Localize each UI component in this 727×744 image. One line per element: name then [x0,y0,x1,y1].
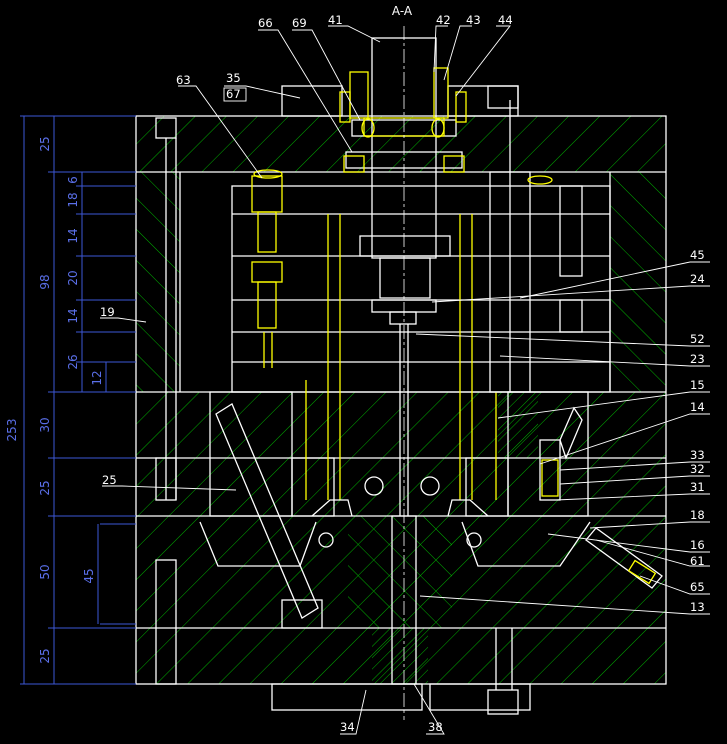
label-34: 34 [340,720,355,734]
label-38: 38 [428,720,443,734]
label-31: 31 [690,480,705,494]
hatched-plates [136,116,666,684]
label-25: 25 [102,473,117,487]
label-35: 35 [226,71,241,85]
dim-45: 45 [82,568,96,583]
dim-14-a: 14 [66,228,80,243]
label-45: 45 [690,248,705,262]
label-19: 19 [100,305,115,319]
label-23: 23 [690,352,705,366]
label-69: 69 [292,16,307,30]
dim-50: 50 [38,564,52,579]
label-44: 44 [498,13,513,27]
dim-26: 26 [66,354,80,369]
label-14: 14 [690,400,705,414]
dim-18: 18 [66,192,80,207]
dim-30: 30 [38,417,52,432]
dim-25-top: 25 [38,136,52,151]
label-15: 15 [690,378,705,392]
label-61: 61 [690,554,705,568]
dim-20: 20 [66,270,80,285]
label-66: 66 [258,16,273,30]
dim-6: 6 [66,176,80,184]
label-32: 32 [690,462,705,476]
label-18: 18 [690,508,705,522]
leader-lines [100,25,710,735]
label-42: 42 [436,13,451,27]
label-24: 24 [690,272,705,286]
label-33: 33 [690,448,705,462]
label-67: 67 [226,87,241,101]
label-13: 13 [690,600,705,614]
dim-98: 98 [38,274,52,289]
part-labels: 66 69 41 42 43 44 63 35 67 45 24 52 23 1… [100,13,705,734]
label-43: 43 [466,13,481,27]
dim-25-mid: 25 [38,480,52,495]
label-16: 16 [690,538,705,552]
label-65: 65 [690,580,705,594]
section-title: A-A [392,4,413,18]
dimension-texts: 25 6 18 14 98 20 14 26 12 30 253 25 50 4… [5,136,104,663]
dim-14-b: 14 [66,308,80,323]
label-41: 41 [328,13,343,27]
dimension-lines [20,115,136,685]
dim-253: 253 [5,419,19,442]
label-52: 52 [690,332,705,346]
dim-25-bottom: 25 [38,648,52,663]
label-63: 63 [176,73,191,87]
label-67-box [223,87,247,102]
dim-12: 12 [90,370,104,385]
